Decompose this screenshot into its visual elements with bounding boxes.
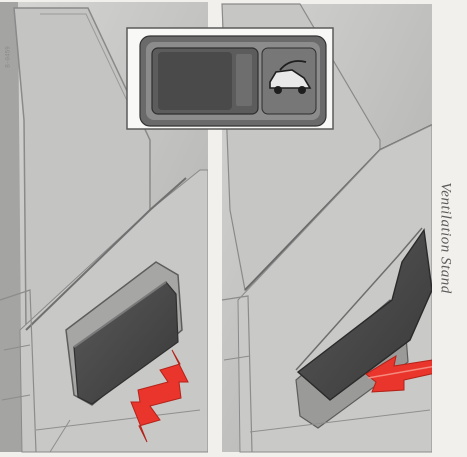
side-label: Ventilation Stand <box>434 150 456 325</box>
reference-code: B-0459 <box>2 32 14 82</box>
